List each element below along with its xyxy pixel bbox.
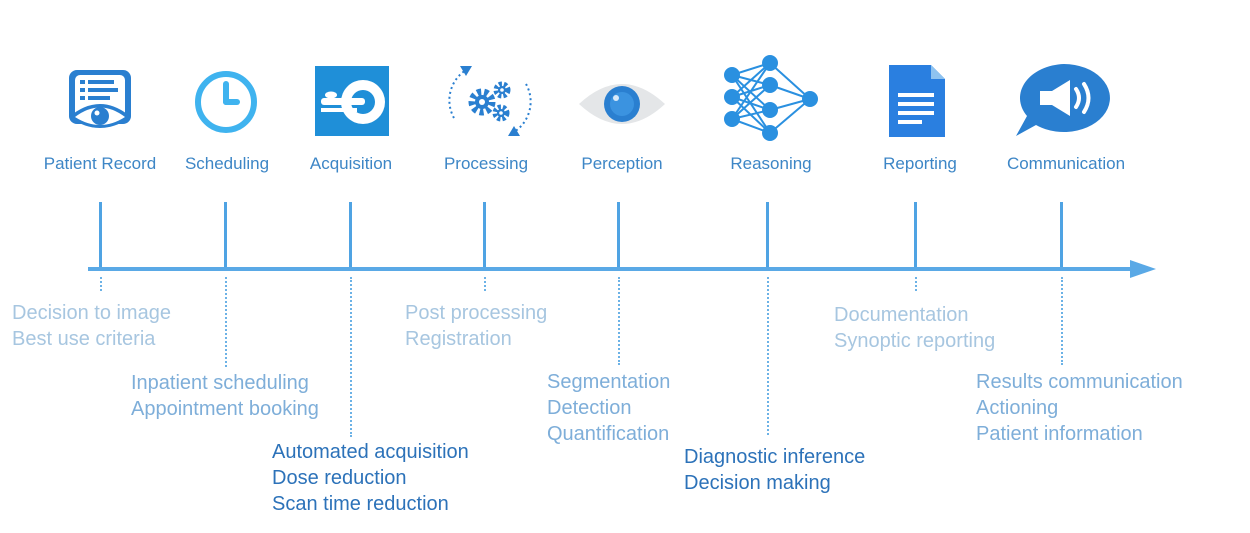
- tick-processing: [483, 202, 486, 268]
- tasks-processing: Post processing Registration: [405, 300, 547, 352]
- connector-scheduling: [225, 277, 227, 367]
- task-item: Dose reduction: [272, 467, 407, 489]
- step-label-patient-record: Patient Record: [43, 154, 157, 173]
- timeline-arrowhead: [1130, 260, 1156, 278]
- task-item: Scan time reduction: [272, 493, 449, 515]
- task-item: Registration: [405, 328, 512, 350]
- task-item: Synoptic reporting: [834, 330, 996, 352]
- scanner-icon: [315, 66, 389, 136]
- tasks-acquisition: Automated acquisition Dose reduction Sca…: [272, 439, 469, 517]
- connector-acquisition: [350, 277, 352, 437]
- tick-reporting: [914, 202, 917, 268]
- megaphone-icon: [1016, 64, 1110, 136]
- neural-network-icon: [724, 55, 818, 141]
- timeline-axis: [88, 267, 1134, 271]
- tasks-scheduling: Inpatient scheduling Appointment booking: [131, 370, 319, 422]
- task-item: Inpatient scheduling: [131, 372, 309, 394]
- connector-patient-record: [100, 277, 102, 291]
- connector-reasoning: [767, 277, 769, 435]
- patient-record-icon: [69, 70, 131, 128]
- task-item: Decision making: [684, 472, 831, 494]
- tick-reasoning: [766, 202, 769, 268]
- task-item: Best use criteria: [12, 328, 156, 350]
- tick-scheduling: [224, 202, 227, 268]
- connector-perception: [618, 277, 620, 365]
- clock-icon: [195, 71, 257, 133]
- task-item: Automated acquisition: [272, 441, 469, 463]
- task-item: Decision to image: [12, 302, 171, 324]
- eye-icon: [579, 84, 665, 124]
- task-item: Detection: [547, 397, 632, 419]
- tasks-perception: Segmentation Detection Quantification: [547, 369, 670, 447]
- connector-reporting: [915, 277, 917, 291]
- step-label-processing: Processing: [443, 154, 529, 173]
- step-label-communication: Communication: [1006, 154, 1126, 173]
- connector-processing: [484, 277, 486, 291]
- tick-communication: [1060, 202, 1063, 268]
- task-item: Results communication: [976, 371, 1183, 393]
- tick-perception: [617, 202, 620, 268]
- gears-icon: [448, 66, 532, 136]
- task-item: Segmentation: [547, 371, 671, 393]
- step-label-acquisition: Acquisition: [309, 154, 393, 173]
- tick-acquisition: [349, 202, 352, 268]
- task-item: Post processing: [405, 302, 548, 324]
- document-icon: [889, 65, 945, 137]
- tick-patient-record: [99, 202, 102, 268]
- tasks-patient-record: Decision to image Best use criteria: [12, 300, 171, 352]
- task-item: Documentation: [834, 304, 969, 326]
- task-item: Diagnostic inference: [684, 446, 866, 468]
- task-item: Patient information: [976, 423, 1143, 445]
- task-item: Appointment booking: [131, 398, 319, 420]
- step-label-scheduling: Scheduling: [184, 154, 270, 173]
- step-label-perception: Perception: [581, 154, 663, 173]
- tasks-communication: Results communication Actioning Patient …: [976, 369, 1183, 447]
- step-label-reasoning: Reasoning: [730, 154, 812, 173]
- connector-communication: [1061, 277, 1063, 365]
- task-item: Actioning: [976, 397, 1059, 419]
- tasks-reporting: Documentation Synoptic reporting: [834, 302, 995, 354]
- step-label-reporting: Reporting: [883, 154, 957, 173]
- tasks-reasoning: Diagnostic inference Decision making: [684, 444, 865, 496]
- task-item: Quantification: [547, 423, 670, 445]
